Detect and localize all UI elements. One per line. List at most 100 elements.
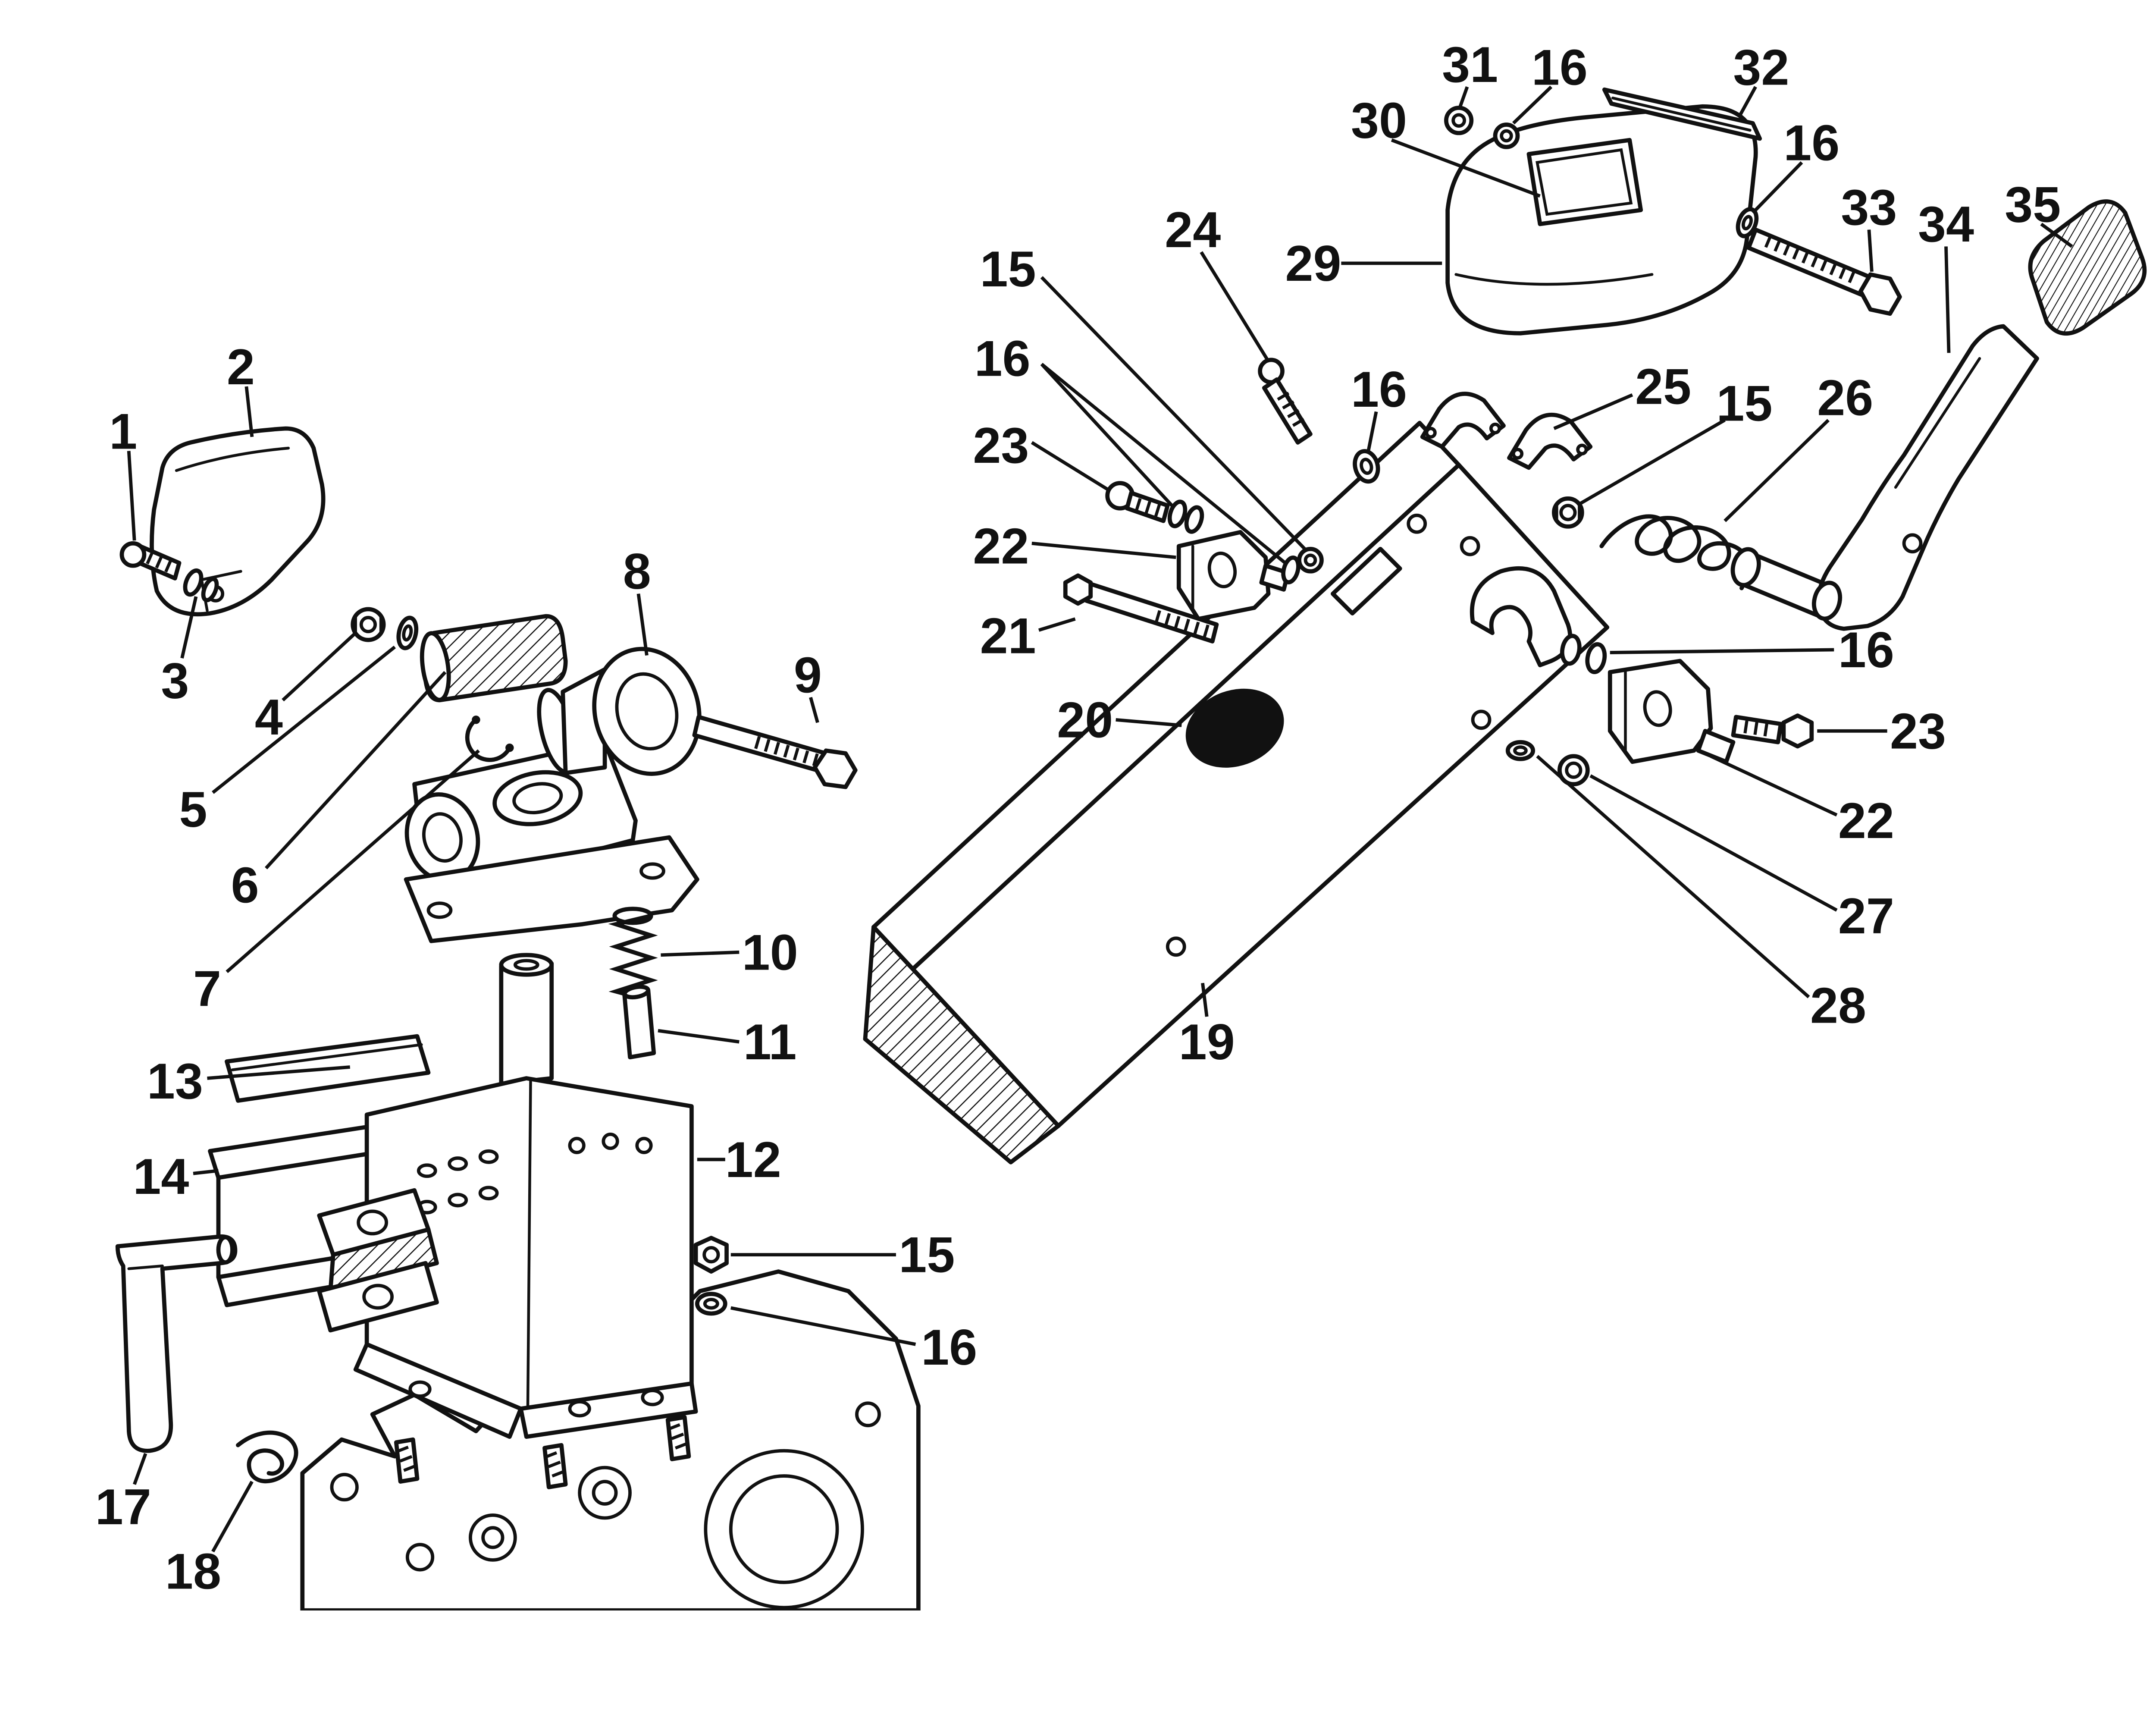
leader-line — [282, 631, 357, 702]
part-number: 23 — [1890, 703, 1946, 759]
leader-line — [1031, 541, 1176, 559]
part-24-bolt — [1258, 358, 1313, 445]
part-label-34: 34 — [1918, 196, 1974, 353]
exploded-parts-diagram: 1234567891011121314151617181920212223241… — [95, 36, 2147, 1610]
part-number: 15 — [899, 1227, 955, 1283]
leader-line — [180, 596, 198, 659]
part-16-washer — [695, 1292, 727, 1316]
part-label-17: 17 — [95, 1453, 151, 1535]
part-label-24: 24 — [1165, 201, 1270, 362]
part-label-7: 7 — [193, 749, 480, 1017]
part-number: 9 — [794, 647, 822, 703]
leader-line — [1116, 718, 1182, 727]
leader-line — [1200, 251, 1270, 362]
part-23-bolt-left — [1105, 481, 1170, 523]
part-label-28: 28 — [1536, 755, 1866, 1034]
part-16-washer-mid — [1353, 449, 1380, 484]
part-number: 10 — [742, 924, 798, 980]
leader-line — [1038, 617, 1076, 632]
part-number: 14 — [133, 1148, 189, 1205]
part-label-22a: 22 — [973, 518, 1176, 574]
part-number: 31 — [1442, 36, 1498, 93]
part-15-nut-left — [1281, 546, 1324, 584]
part-number: 22 — [973, 518, 1029, 574]
part-label-25: 25 — [1553, 358, 1691, 430]
labels-layer: 1234567891011121314151617181920212223241… — [95, 36, 2073, 1599]
part-label-16f: 16 — [1610, 622, 1894, 678]
part-label-35: 35 — [2005, 176, 2073, 248]
part-label-2: 2 — [227, 339, 255, 437]
part-label-16d: 16 — [1512, 39, 1588, 125]
part-label-11: 11 — [658, 1014, 797, 1070]
part-number: 13 — [147, 1053, 203, 1109]
part-11-pin — [622, 984, 656, 1060]
leader-line — [1944, 246, 1951, 353]
leader-line — [658, 1029, 740, 1044]
part-number: 8 — [623, 543, 651, 600]
part-label-31: 31 — [1442, 36, 1498, 107]
leader-line — [1458, 86, 1469, 107]
part-26-spring — [1599, 514, 1752, 590]
part-number: 16 — [1351, 361, 1407, 418]
part-label-29: 29 — [1285, 235, 1442, 292]
part-number: 35 — [2005, 176, 2061, 233]
leader-line — [1867, 229, 1874, 272]
leader-line — [636, 593, 649, 656]
part-21-bolt — [1063, 573, 1219, 644]
part-number: 25 — [1635, 358, 1691, 415]
part-number: 15 — [1716, 375, 1772, 432]
part-label-20: 20 — [1057, 691, 1182, 748]
part-31-nuts — [1444, 106, 1520, 149]
leader-line — [1610, 648, 1834, 654]
part-16-washers-right — [1560, 634, 1607, 674]
leader-line — [1512, 85, 1553, 125]
part-number: 16 — [1532, 39, 1588, 95]
part-label-6: 6 — [231, 671, 447, 913]
part-label-26: 26 — [1724, 370, 1873, 522]
leader-line — [1724, 419, 1830, 522]
part-29-cover — [1445, 104, 1758, 336]
leader-line — [661, 950, 740, 957]
leader-line — [226, 749, 480, 973]
part-label-16e: 16 — [1752, 115, 1839, 214]
part-number: 27 — [1838, 888, 1894, 944]
part-number: 22 — [1838, 792, 1894, 849]
part-label-23a: 23 — [973, 417, 1110, 492]
leader-line — [1031, 441, 1110, 492]
leader-line — [1739, 86, 1757, 116]
part-number: 20 — [1057, 691, 1113, 748]
part-18-clip — [236, 1431, 298, 1484]
part-28-washer — [1505, 740, 1536, 761]
part-label-16c: 16 — [1351, 361, 1407, 454]
leader-line — [193, 1169, 219, 1175]
leader-line — [1366, 411, 1378, 454]
leader-line — [1201, 983, 1209, 1017]
part-number: 18 — [165, 1543, 221, 1599]
part-number: 12 — [725, 1131, 781, 1188]
part-label-27: 27 — [1589, 774, 1894, 944]
part-4-nut — [351, 607, 386, 642]
part-number: 6 — [231, 857, 259, 913]
part-label-13: 13 — [147, 1053, 350, 1109]
leader-line — [2040, 223, 2073, 248]
part-3-washers — [183, 568, 219, 603]
part-number: 29 — [1285, 235, 1341, 292]
part-label-9: 9 — [794, 647, 822, 723]
part-number: 11 — [743, 1014, 797, 1070]
part-number: 7 — [193, 961, 221, 1017]
part-16-washer-cover — [1736, 207, 1759, 239]
part-number: 32 — [1733, 39, 1789, 95]
part-number: 5 — [179, 781, 207, 838]
leader-line — [207, 1065, 350, 1080]
part-9-bolt — [692, 715, 858, 789]
part-number: 34 — [1918, 196, 1974, 252]
part-number: 21 — [980, 608, 1036, 664]
part-label-22b: 22 — [1710, 754, 1894, 849]
page: { "page": { "background": "#ffffff", "wi… — [95, 36, 2147, 1610]
part-15-nut — [693, 1236, 729, 1274]
part-label-16b: 16 — [975, 330, 1286, 565]
part-8-bushing — [537, 647, 702, 776]
leader-line — [730, 1306, 916, 1346]
part-number: 16 — [921, 1319, 977, 1375]
